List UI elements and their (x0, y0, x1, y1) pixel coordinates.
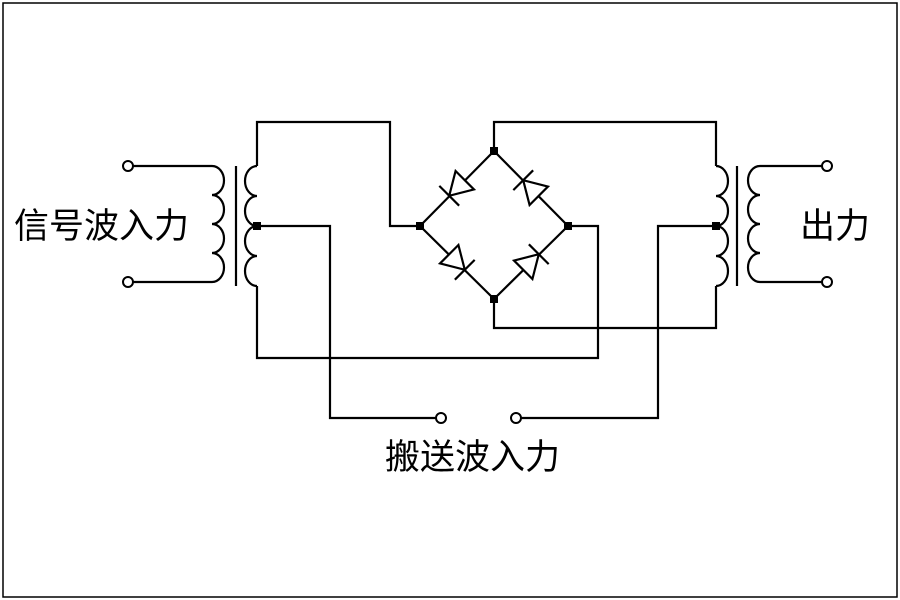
wire-bridge-top-to-output-top (492, 120, 718, 166)
junction-bridge-right (564, 222, 572, 230)
wire-output-center-tap-to-carrier (520, 224, 716, 420)
carrier-input-label: 搬送波入力 (385, 438, 560, 478)
diode-lower-right (511, 243, 550, 282)
junction-bridge-left (416, 222, 424, 230)
terminal-carrier-input-right (510, 412, 522, 424)
terminal-signal-input-bottom (122, 276, 134, 288)
terminal-carrier-input-left (435, 412, 447, 424)
diode-upper-right (512, 169, 551, 208)
output-label: 出力 (800, 207, 870, 247)
diode-lower-left (437, 242, 476, 281)
wire-input-bottom-to-bridge-right (255, 224, 600, 360)
wire-input-top-to-bridge-left (255, 120, 420, 228)
output-transformer-secondary-winding (746, 164, 825, 284)
junction-output-center-tap (712, 222, 720, 230)
wire-bridge-bottom-to-output-bottom (492, 286, 718, 330)
signal-input-label: 信号波入力 (14, 207, 189, 247)
junction-bridge-top (490, 147, 498, 155)
junction-bridge-bottom (490, 295, 498, 303)
input-transformer-primary-winding (128, 164, 226, 284)
terminal-output-bottom (821, 276, 833, 288)
diode-upper-left (438, 168, 477, 207)
junction-input-center-tap (253, 222, 261, 230)
terminal-signal-input-top (122, 160, 134, 172)
terminal-output-top (821, 160, 833, 172)
wire-input-center-tap-to-carrier (257, 224, 436, 420)
